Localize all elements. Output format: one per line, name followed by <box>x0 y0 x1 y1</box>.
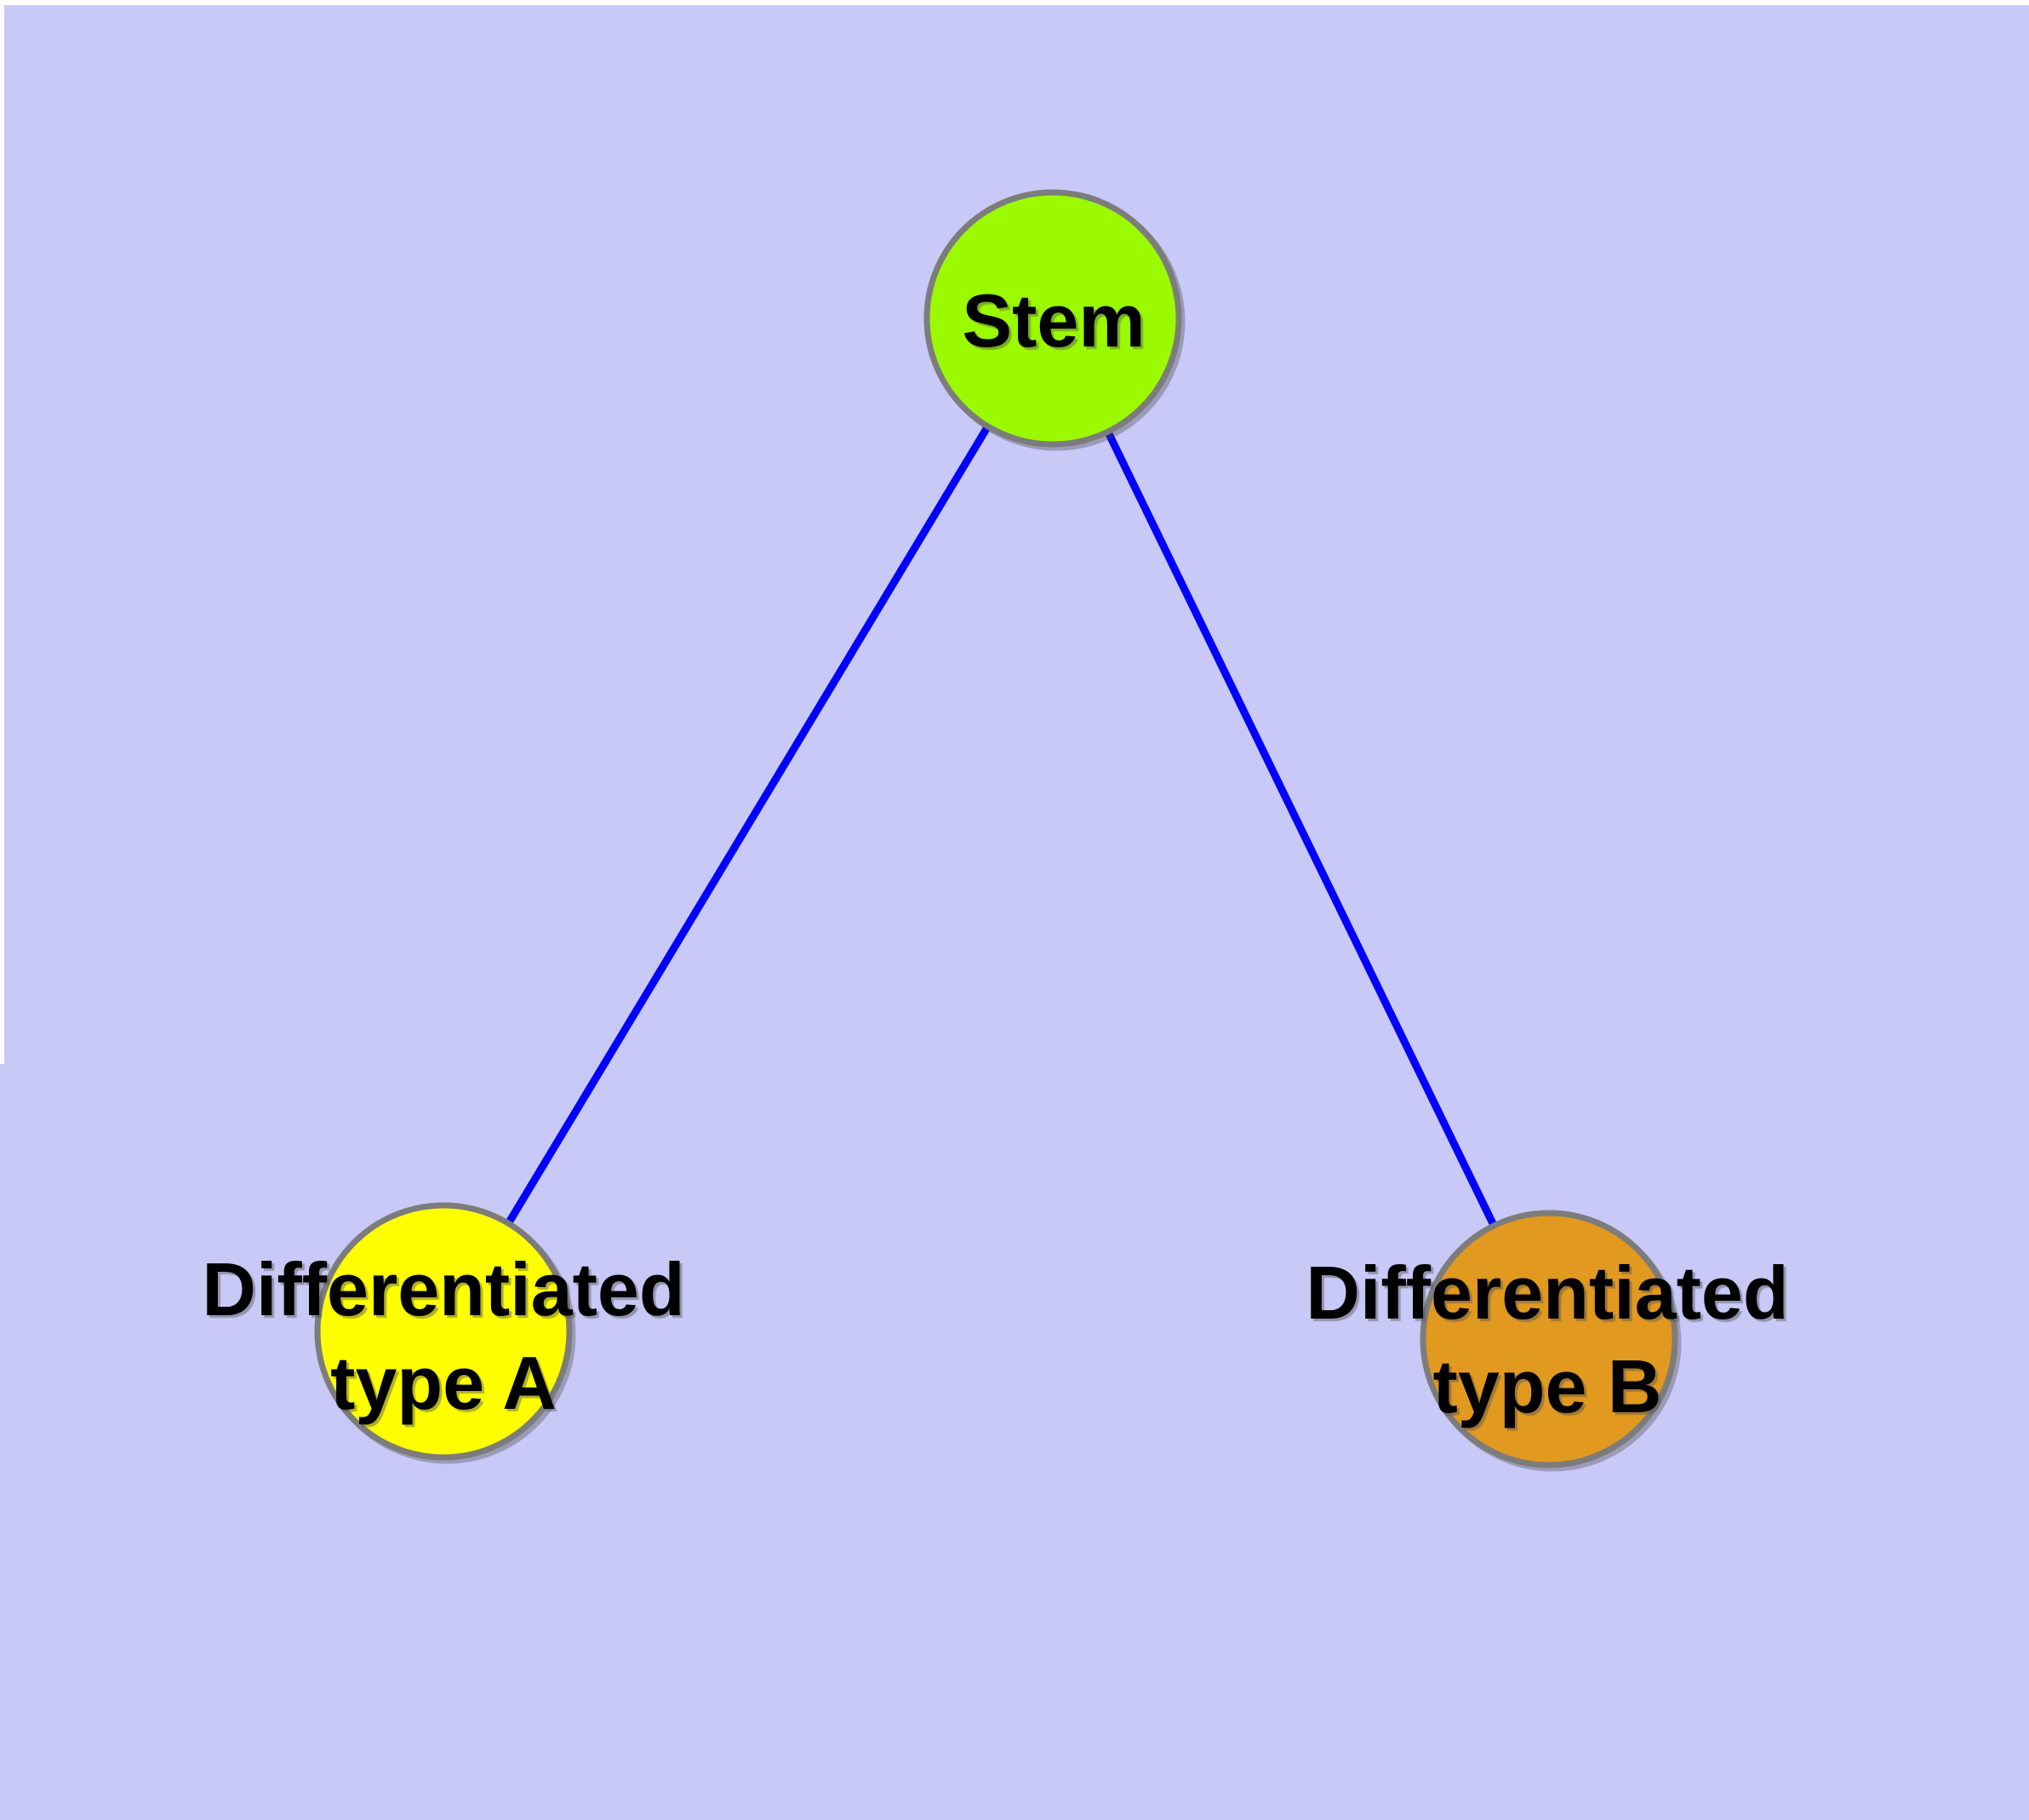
node-label-stem: Stem <box>962 280 1145 362</box>
canvas-left-edge <box>0 0 4 1064</box>
node-label-differentiated-type-b: Differentiated type B <box>1306 1246 1788 1434</box>
node-differentiated-type-b[interactable] <box>1420 1210 1678 1468</box>
edge-stem-to-type-b[interactable] <box>1049 314 1553 1343</box>
node-label-differentiated-type-a: Differentiated type A <box>202 1243 684 1430</box>
node-label-type-a-line2: type A <box>330 1341 557 1425</box>
node-differentiated-type-a[interactable] <box>314 1202 573 1461</box>
node-label-stem-text: Stem <box>962 278 1146 363</box>
node-label-type-b-line1: Differentiated <box>1306 1251 1789 1335</box>
node-stem[interactable] <box>923 189 1182 448</box>
edge-stem-to-type-a[interactable] <box>439 314 1057 1336</box>
node-label-type-b-line2: type B <box>1432 1344 1662 1428</box>
node-label-type-a-line1: Differentiated <box>202 1247 685 1331</box>
canvas-top-edge <box>0 0 2029 5</box>
